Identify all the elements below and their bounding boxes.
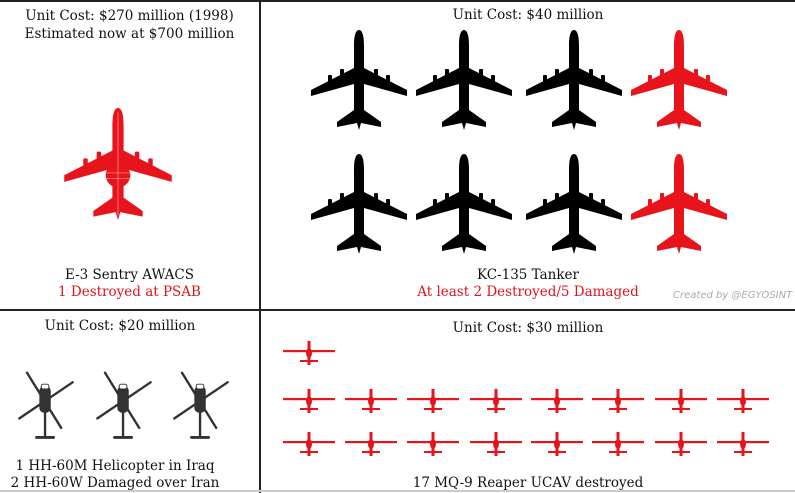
drone-icon — [655, 389, 707, 415]
top-border — [0, 0, 795, 2]
helicopter-cost: Unit Cost: $20 million — [44, 318, 196, 334]
awacs-name: E-3 Sentry AWACS — [64, 267, 194, 283]
drone-icon — [345, 432, 397, 458]
bottom-border — [0, 490, 795, 492]
awacs-cost: Unit Cost: $270 million (1998) — [25, 8, 234, 24]
drone-icon — [531, 389, 583, 415]
drone-icon — [655, 432, 707, 458]
tanker-plane-icon — [414, 26, 514, 134]
vertical-divider — [259, 0, 261, 493]
drone-icon — [592, 432, 644, 458]
drone-icon — [283, 432, 335, 458]
drone-icon — [717, 389, 769, 415]
drone-icon — [470, 389, 522, 415]
awacs-plane-icon — [62, 100, 174, 228]
helicopter-icon — [15, 369, 77, 445]
reaper-cost: Unit Cost: $30 million — [452, 320, 604, 336]
tanker-plane-icon — [309, 150, 409, 258]
tanker-panel: Unit Cost: $40 million KC-135 Tanker At … — [261, 0, 795, 309]
helicopter-loss-iran: 2 HH-60W Damaged over Iran — [10, 475, 220, 491]
awacs-cost-estimate: Estimated now at $700 million — [24, 26, 235, 42]
reaper-panel: Unit Cost: $30 million 17 MQ-9 Reaper UC… — [261, 311, 795, 491]
drone-icon — [470, 432, 522, 458]
drone-icon — [283, 341, 335, 367]
tanker-plane-icon — [629, 150, 729, 258]
helicopter-icon — [170, 369, 232, 445]
helicopter-panel: Unit Cost: $20 million 1 HH-60M Helicopt… — [0, 311, 259, 491]
awacs-loss: 1 Destroyed at PSAB — [58, 284, 201, 300]
drone-icon — [283, 389, 335, 415]
drone-icon — [407, 389, 459, 415]
drone-icon — [345, 389, 397, 415]
tanker-plane-icon — [629, 26, 729, 134]
helicopter-icon — [93, 369, 155, 445]
tanker-plane-icon — [309, 26, 409, 134]
tanker-loss: At least 2 Destroyed/5 Damaged — [417, 284, 639, 300]
tanker-name: KC-135 Tanker — [477, 267, 579, 283]
watermark: Created by @EGYOSINT — [673, 290, 793, 301]
tanker-plane-icon — [414, 150, 514, 258]
awacs-panel: Unit Cost: $270 million (1998) Estimated… — [0, 0, 259, 309]
helicopter-loss-iraq: 1 HH-60M Helicopter in Iraq — [15, 458, 215, 474]
tanker-plane-icon — [524, 150, 624, 258]
horizontal-divider — [0, 309, 795, 311]
reaper-loss: 17 MQ-9 Reaper UCAV destroyed — [412, 475, 644, 491]
tanker-plane-icon — [524, 26, 624, 134]
drone-icon — [407, 432, 459, 458]
drone-icon — [592, 389, 644, 415]
drone-icon — [717, 432, 769, 458]
tanker-cost: Unit Cost: $40 million — [452, 7, 604, 23]
drone-icon — [531, 432, 583, 458]
